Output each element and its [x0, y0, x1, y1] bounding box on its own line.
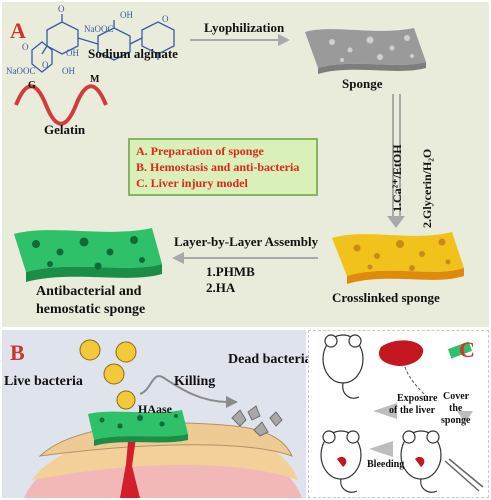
live-bacterium-3: [103, 363, 125, 385]
cover-label-2: the: [449, 403, 463, 414]
alginate-ring-3: [141, 21, 175, 55]
sponge-on-wound: [88, 410, 188, 446]
phmb-label: 1.PHMB: [206, 264, 255, 279]
exposure-label-1: Exposure: [397, 393, 438, 404]
arrow-cover: [457, 411, 473, 423]
crosslinked-sponge: [332, 232, 464, 284]
liver: [378, 340, 424, 367]
sponge-label: Sponge: [342, 76, 383, 91]
gelatin-helix: [14, 84, 108, 126]
cover-label-1: Cover: [443, 391, 470, 402]
oh-label-2: OH: [66, 48, 79, 58]
naooc-top-label: NaOOC: [84, 24, 114, 34]
live-bacterium-1: [79, 339, 101, 361]
ha-label: 2.HA: [206, 280, 236, 295]
dead-bacterium-3: [253, 421, 269, 437]
bleeding-label: Bleeding: [367, 459, 405, 470]
o-label-4: O: [42, 60, 49, 70]
alginate-ring-4: [31, 41, 53, 73]
legend-item-b: B. Hemostasis and anti-bacteria: [136, 160, 300, 174]
live-bacteria-label: Live bacteria: [4, 374, 83, 389]
live-bacteria-group: [79, 339, 137, 410]
lyophilization-label: Lyophilization: [204, 20, 285, 35]
lbl-assembly-label: Layer-by-Layer Assembly: [174, 234, 319, 249]
arrow-bleeding: [369, 441, 393, 457]
panel-letter-b: B: [10, 340, 25, 365]
dead-bacterium-2: [247, 405, 261, 421]
oh-label-1: OH: [120, 10, 133, 20]
dead-bacteria-group: [231, 405, 283, 437]
haase-label: HAase: [138, 402, 172, 416]
dead-bacteria-label: Dead bacteria: [228, 352, 312, 367]
live-bacterium-2: [115, 341, 137, 363]
mouse-2: [320, 430, 362, 493]
legend-item-a: A. Preparation of sponge: [136, 144, 264, 158]
alginate-structure: [31, 14, 175, 73]
killing-arrow: [139, 375, 229, 403]
sodium-alginate-label: Sodium alginate: [88, 46, 178, 61]
cover-label-3: sponge: [441, 415, 471, 426]
small-sponge: [447, 341, 473, 359]
panel-a-graphics: [14, 14, 464, 284]
legend-box: A. Preparation of sponge B. Hemostasis a…: [128, 138, 318, 196]
step-1-label: 1.Ca²⁺/EtOH: [390, 144, 404, 212]
forceps: [444, 460, 480, 492]
live-bacterium-4: [116, 390, 136, 410]
legend-item-c: C. Liver injury model: [136, 176, 248, 190]
arrow-exposure: [373, 403, 397, 419]
panel-a: A Sodium alginate O NaOOC OH O O OH O Na…: [2, 2, 489, 327]
gelatin-label: Gelatin: [44, 122, 86, 137]
m-label: M: [90, 74, 100, 85]
antibacterial-label-2: hemostatic sponge: [36, 302, 146, 317]
panel-b: B Live bacteria Dead bacteria Killing HA…: [2, 330, 312, 498]
o-label-2: O: [162, 14, 169, 24]
green-sponge: [14, 228, 162, 282]
antibacterial-label-1: Antibacterial and: [36, 284, 142, 299]
step-2-label: 2.Glycerin/H₂O: [420, 148, 434, 228]
panel-letter-c: C: [459, 337, 475, 362]
grey-sponge: [305, 28, 426, 74]
o-label-3: O: [22, 42, 29, 52]
crosslinked-sponge-label: Crosslinked sponge: [332, 290, 440, 305]
wound: [120, 438, 140, 498]
g-label: G: [28, 80, 36, 91]
o-label-1: O: [58, 4, 65, 14]
dead-bacterium-1: [231, 409, 247, 427]
mouse-3: [400, 430, 442, 493]
naooc-left-label: NaOOC: [6, 66, 36, 76]
panel-b-graphics: [24, 339, 302, 498]
panel-c: C Exposure of the liver Cover the sponge…: [308, 330, 489, 498]
killing-label: Killing: [174, 374, 216, 389]
panel-letter-a: A: [10, 18, 26, 43]
exposure-label-2: of the liver: [389, 405, 436, 416]
oh-label-3: OH: [62, 66, 75, 76]
mouse-1: [322, 334, 364, 399]
dead-bacterium-4: [269, 411, 283, 427]
panel-c-graphics: [320, 334, 484, 493]
